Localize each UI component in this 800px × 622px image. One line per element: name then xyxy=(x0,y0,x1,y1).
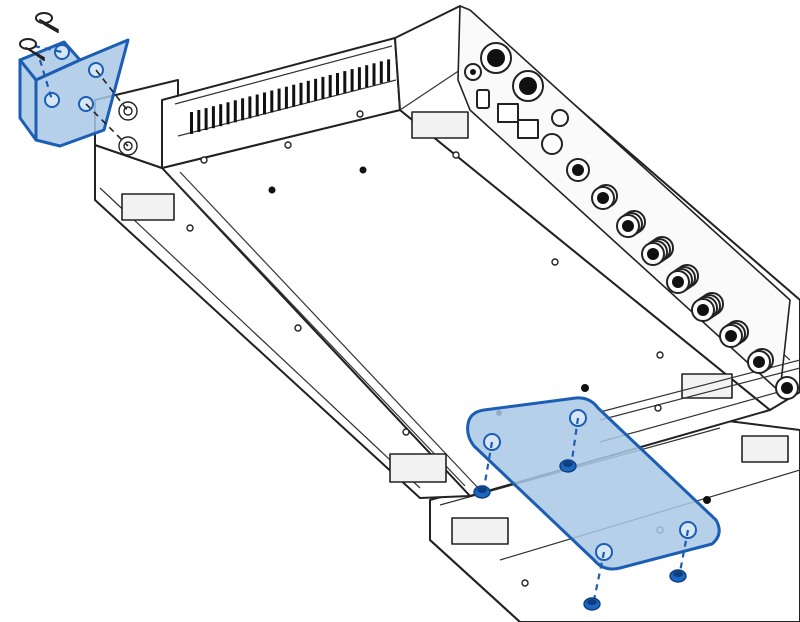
vent-slot xyxy=(255,94,259,117)
device-enclosure xyxy=(94,5,800,499)
vent-slot xyxy=(241,98,245,121)
audio-jack-center xyxy=(781,382,793,394)
vent-slot xyxy=(314,78,318,101)
vent-slot xyxy=(372,63,376,86)
vent-slot xyxy=(277,88,281,111)
rear-connector-panel xyxy=(464,42,799,400)
mounting-plate xyxy=(466,396,721,611)
audio-jack-center xyxy=(672,276,684,288)
coax-port-icon xyxy=(541,133,563,155)
vent-slot xyxy=(211,106,215,129)
audio-jack-center xyxy=(697,304,709,316)
audio-jack-center xyxy=(597,192,609,204)
plate-screw-icon xyxy=(473,485,491,499)
usb-port-icon xyxy=(476,89,490,109)
coax-port-icon xyxy=(551,109,569,127)
plate-screw-icon xyxy=(583,597,601,611)
vent-slot xyxy=(299,82,303,105)
audio-jack-center xyxy=(622,220,634,232)
vent-slot xyxy=(190,112,193,134)
audio-jack-grid xyxy=(566,158,799,400)
vent-slot xyxy=(248,96,252,119)
vent-slot xyxy=(233,100,237,123)
ethernet-port-icon xyxy=(517,119,539,139)
audio-jack-center xyxy=(647,248,659,260)
vent-slot xyxy=(219,104,223,127)
vent-slot xyxy=(343,71,347,94)
vent-slot xyxy=(387,59,391,82)
bracket-screw-icon xyxy=(19,38,45,61)
plate-screw-icon xyxy=(559,459,577,473)
vent-slot xyxy=(321,76,325,99)
ethernet-port-icon xyxy=(497,103,519,123)
vent-slot xyxy=(357,67,361,90)
audio-jack-center xyxy=(572,164,584,176)
vent-slot xyxy=(379,61,383,84)
vent-slot xyxy=(263,92,266,115)
vent-slot xyxy=(204,108,208,131)
vent-slot xyxy=(292,84,296,107)
plate-screw-icon xyxy=(669,569,687,583)
audio-jack-center xyxy=(725,330,737,342)
bottom-screw-holes xyxy=(186,110,711,504)
vent-slot xyxy=(328,75,332,97)
vent-slot xyxy=(336,73,339,95)
vent-slot xyxy=(270,90,274,113)
audio-jack-center xyxy=(753,356,765,368)
vent-slot xyxy=(365,65,369,88)
vent-slot xyxy=(306,80,310,103)
vent-slot xyxy=(197,110,201,132)
vent-slot xyxy=(350,69,354,92)
vent-slot xyxy=(226,102,230,125)
ventilation-slots xyxy=(190,59,391,134)
vent-slot xyxy=(284,86,288,109)
rack-ear-bracket xyxy=(18,12,130,148)
bracket-screw-icon xyxy=(35,12,59,33)
